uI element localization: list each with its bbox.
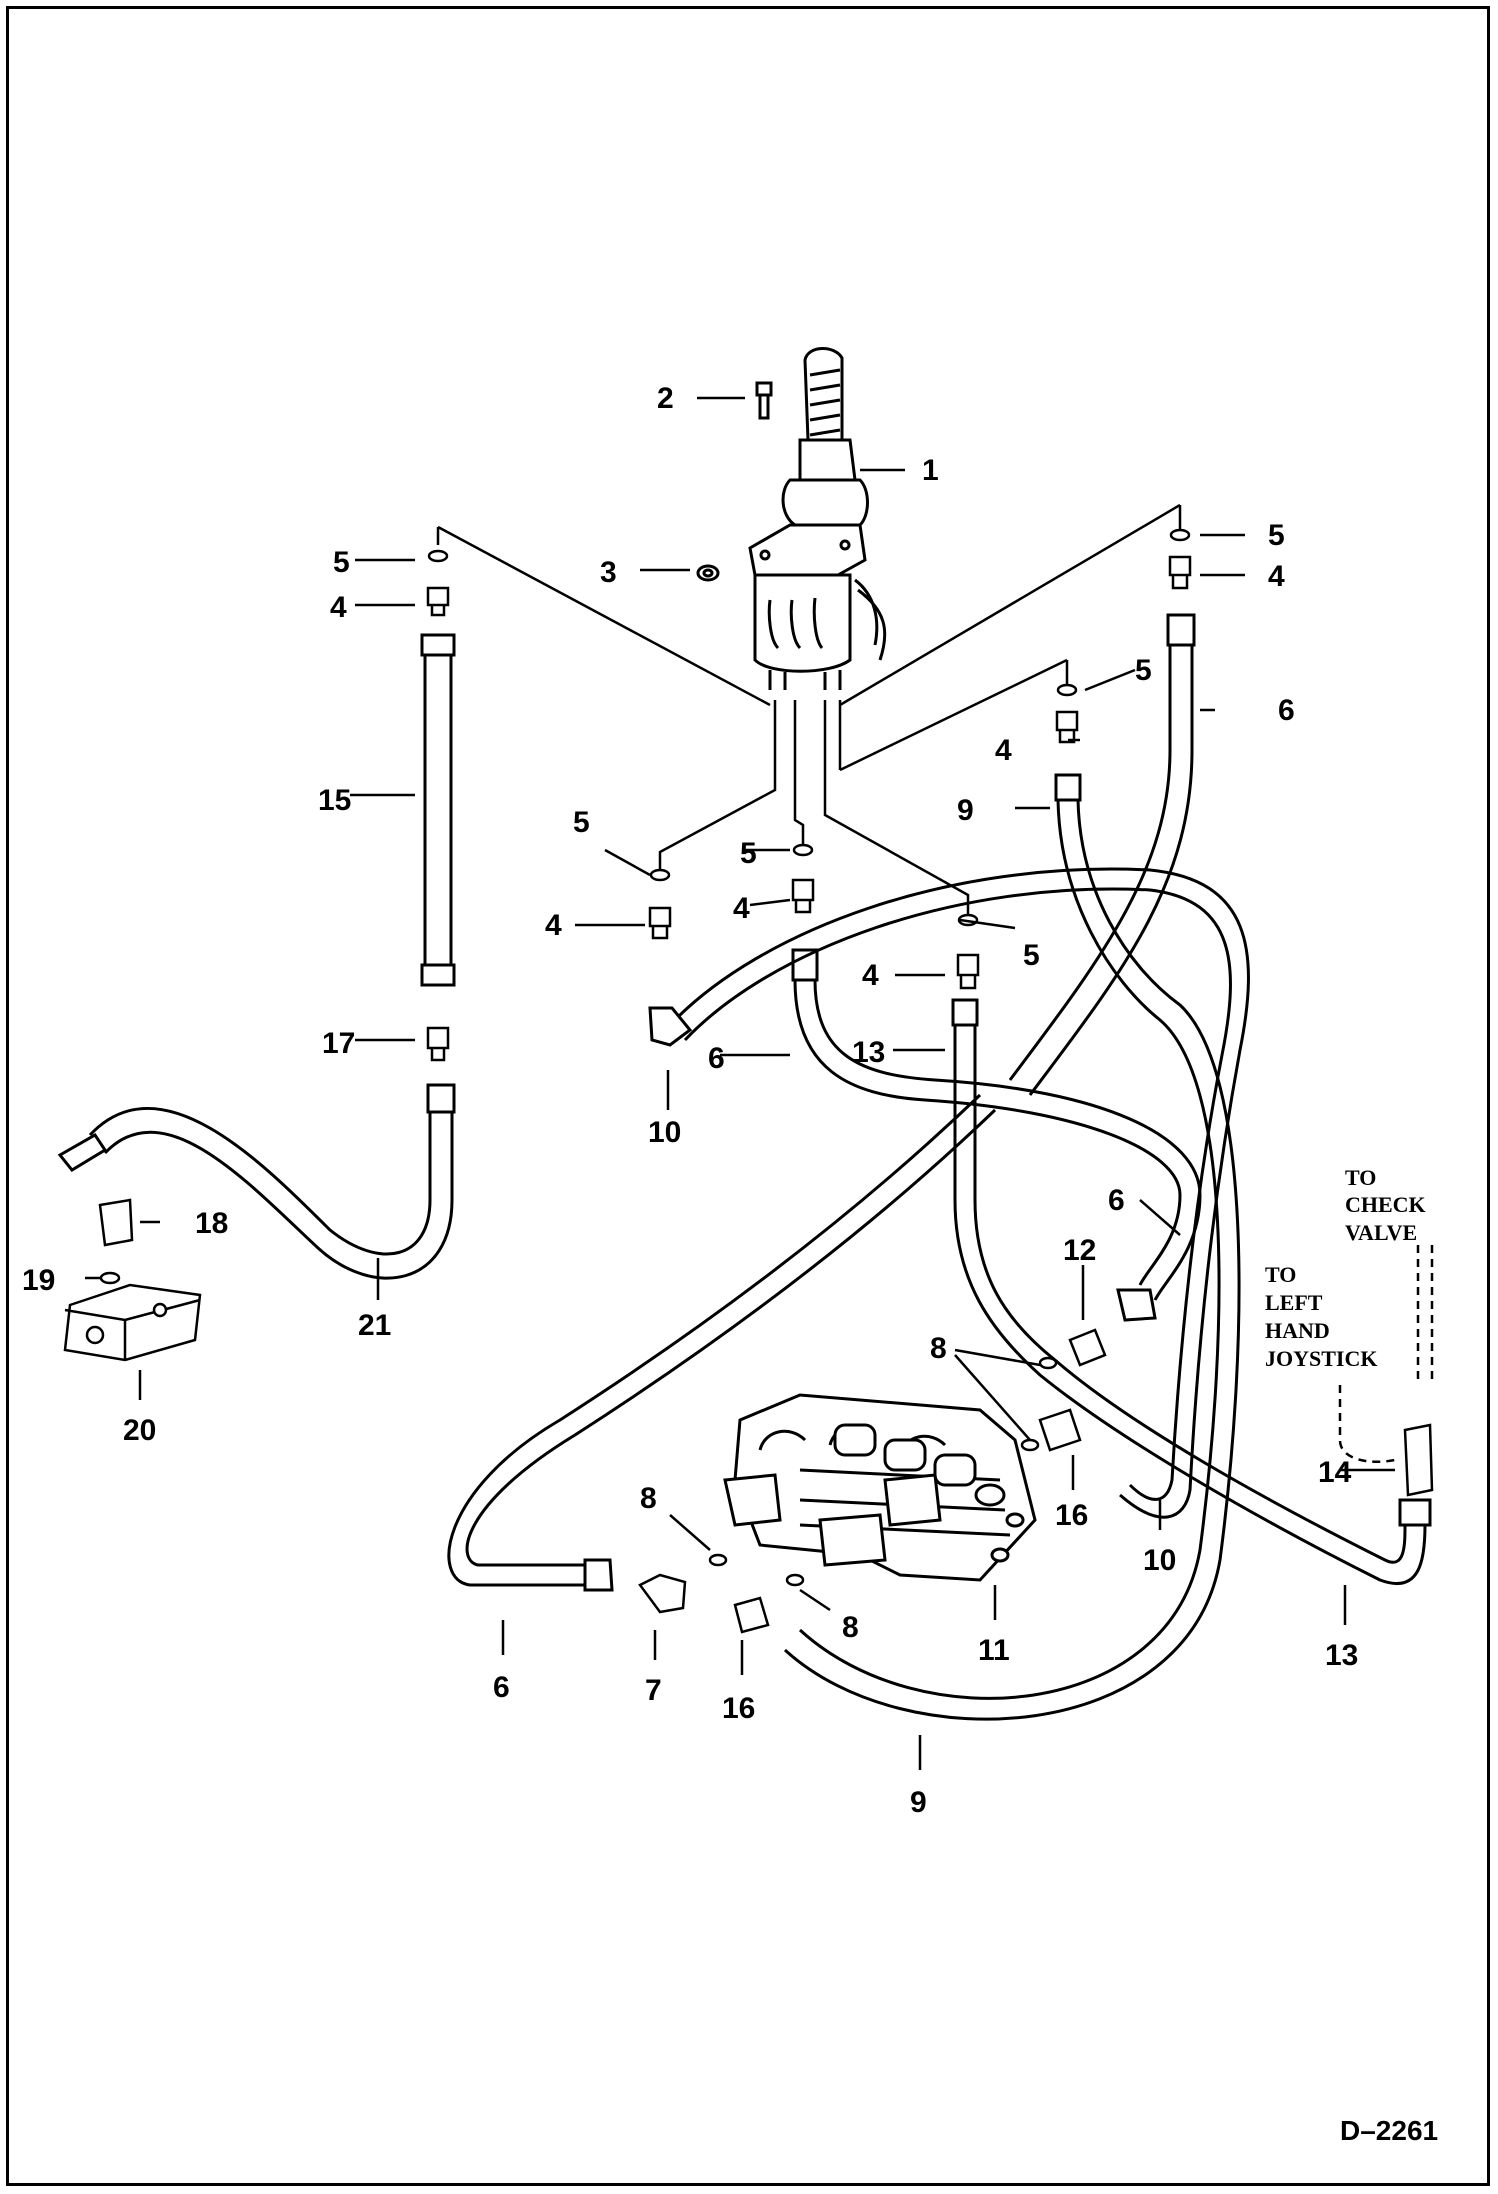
note-check-valve: TO CHECK VALVE	[1345, 1165, 1426, 1245]
note-left-joystick-line-1: TO	[1265, 1262, 1296, 1287]
callout-8-left: 8	[640, 1482, 657, 1515]
callout-labels: 1 2 3 5 4 5 4 6 5 4 9 15 5 5 4 4 5 4 6 1…	[22, 382, 1358, 1819]
note-left-joystick-line-3: HAND	[1265, 1318, 1330, 1343]
callout-20: 20	[123, 1414, 156, 1447]
fittings	[426, 528, 1192, 1062]
note-left-joystick-line-2: LEFT	[1265, 1290, 1323, 1315]
exploded-view-lines	[436, 503, 1182, 915]
note-left-joystick: TO LEFT HAND JOYSTICK	[1265, 1262, 1377, 1371]
callout-5-left-top: 5	[333, 546, 350, 579]
callout-6-center: 6	[708, 1042, 725, 1075]
small-fittings	[63, 1198, 1434, 1634]
callout-4-right-top: 4	[1268, 560, 1285, 593]
callout-14: 14	[1318, 1456, 1352, 1489]
callout-10-top: 10	[648, 1116, 681, 1149]
callout-5-center-right: 5	[1023, 939, 1040, 972]
callout-2: 2	[657, 382, 674, 415]
callout-3: 3	[600, 556, 617, 589]
callout-9-bottom: 9	[910, 1786, 927, 1819]
joystick-assembly	[696, 347, 887, 690]
callout-10-bottom: 10	[1143, 1544, 1176, 1577]
note-check-valve-line-3: VALVE	[1345, 1220, 1417, 1245]
callout-7: 7	[645, 1674, 662, 1707]
control-valve	[723, 1393, 1037, 1582]
callout-16-right: 16	[1055, 1499, 1088, 1532]
figure-reference: D–2261	[1340, 2115, 1438, 2146]
callout-5-right-top: 5	[1268, 519, 1285, 552]
callout-4-center-left: 4	[545, 909, 562, 942]
callout-21: 21	[358, 1309, 391, 1342]
callout-13-bottom: 13	[1325, 1639, 1358, 1672]
callout-13-top: 13	[852, 1036, 885, 1069]
callout-4-center-right: 4	[862, 959, 879, 992]
note-check-valve-line-1: TO	[1345, 1165, 1376, 1190]
callout-4-left-top: 4	[330, 591, 347, 624]
leader-lines	[85, 396, 1395, 1770]
callout-6-right-top: 6	[1278, 694, 1295, 727]
callout-9-top: 9	[957, 794, 974, 827]
callout-12: 12	[1063, 1234, 1096, 1267]
callout-16-bottom: 16	[722, 1692, 755, 1725]
callout-15: 15	[318, 784, 351, 817]
callout-5-center-left: 5	[573, 806, 590, 839]
callout-4-center: 4	[733, 892, 750, 925]
callout-6-right: 6	[1108, 1184, 1125, 1217]
diagram-frame	[6, 6, 1490, 2186]
callout-5-center: 5	[740, 837, 757, 870]
callout-4-right-mid: 4	[995, 734, 1012, 767]
note-left-joystick-line-4: JOYSTICK	[1265, 1346, 1377, 1371]
callout-8-top: 8	[930, 1332, 947, 1365]
callout-1: 1	[922, 454, 939, 487]
callout-19: 19	[22, 1264, 55, 1297]
callout-17: 17	[322, 1027, 355, 1060]
callout-8-bottom: 8	[842, 1611, 859, 1644]
callout-6-bottom: 6	[493, 1671, 510, 1704]
callout-18: 18	[195, 1207, 228, 1240]
external-connection-lines	[1338, 1245, 1434, 1464]
callout-11: 11	[978, 1634, 1010, 1667]
callout-5-right-mid: 5	[1135, 654, 1152, 687]
note-check-valve-line-2: CHECK	[1345, 1192, 1426, 1217]
hoses	[57, 613, 1432, 1721]
